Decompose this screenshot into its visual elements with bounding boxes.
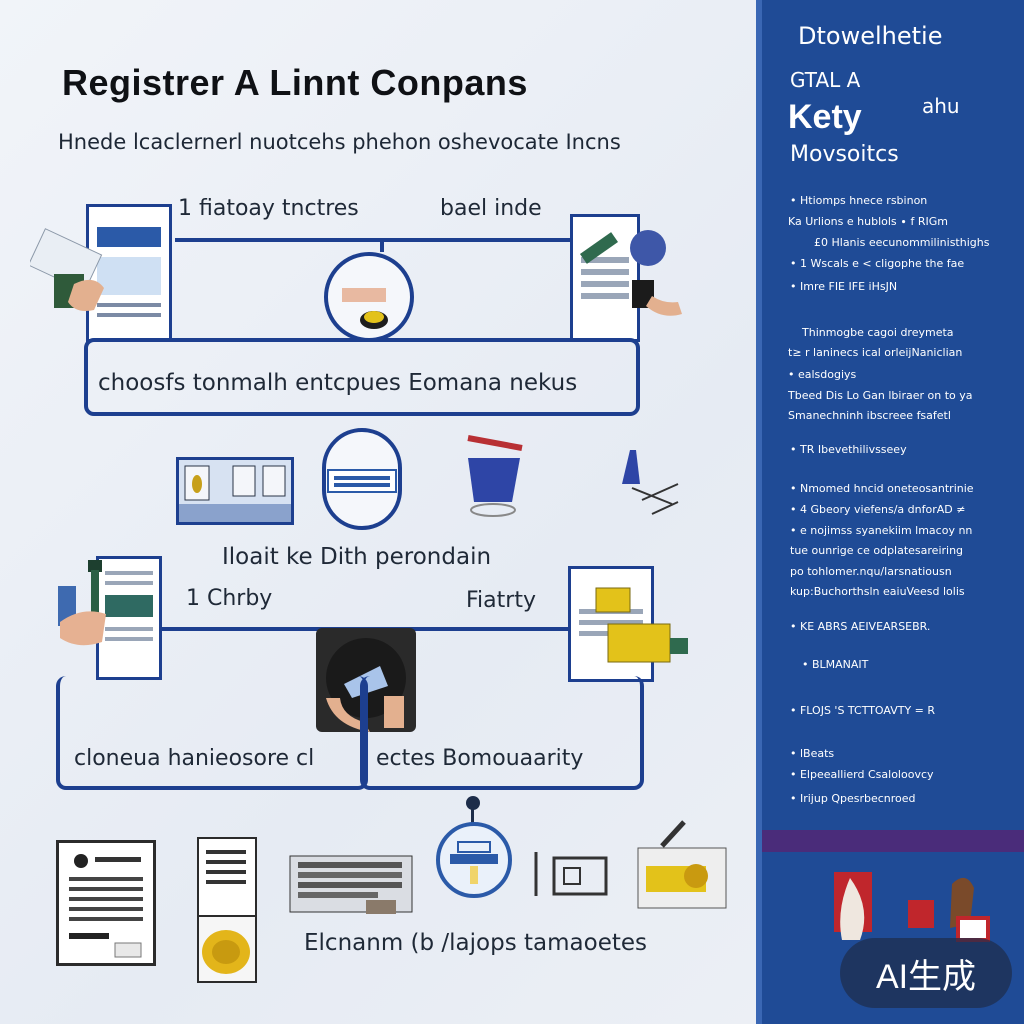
connector-stem (471, 808, 474, 826)
sidebar-group2-line: Tbeed Dis Lo Gan lbiraer on to ya (788, 389, 973, 402)
sidebar-group8-line: • lBeats (790, 747, 835, 760)
section2-caption-left: cloneua hanieosore cl (74, 746, 315, 771)
sidebar-header: Dtowelhetie (798, 22, 943, 50)
sidebar-group1-line: • Htiomps hnece rsbinon (790, 194, 928, 207)
section2-heading: Iloait ke Dith perondain (222, 544, 492, 570)
sidebar-group4-line: kup:Buchorthsln eaiuVeesd lolis (790, 585, 965, 598)
sidebar-group2-line: • ealsdogiys (788, 368, 857, 381)
section1-frame (84, 338, 640, 416)
section2-label-left: 1 Chrby (186, 586, 273, 611)
section2-label-right: Fiatrty (466, 588, 536, 613)
sidebar-group3-line: • TR Ibevethilivsseey (790, 443, 907, 456)
lanyard-badge-icon (612, 444, 692, 524)
sidebar-heading: Kety (788, 98, 862, 136)
floor-plan-icon (530, 846, 610, 902)
ai-generated-badge: AI生成 (840, 938, 1012, 1008)
key-sidebar: Dtowelhetie GTAL A Kety ahu Movsoitcs • … (756, 0, 1024, 1024)
sidebar-group4-line: po tohlomer.nqu/larsnatiousn (790, 565, 952, 578)
page-subtitle: Hnede lcaclernerl nuotcehs phehon oshevo… (58, 130, 621, 154)
sidebar-group1-line: Ka Urlions e hublols ∙ f RIGm (788, 215, 949, 228)
sidebar-subheading: Movsoitcs (790, 142, 899, 167)
sidebar-group8-line: • Irijup Qpesrbecnroed (790, 792, 916, 805)
blue-bag-icon (460, 424, 530, 524)
sidebar-group1-line: • Imre FIE IFE iHsJN (790, 280, 898, 293)
section1-connector-drop (380, 240, 384, 252)
hand-with-pen-icon (574, 226, 684, 336)
sidebar-group4-line: • 4 Gbeory viefens/a dnforAD ≠ (790, 503, 966, 516)
stamp-circle-icon (324, 252, 414, 342)
sidebar-group2-line: t≥ r laninecs ical orleijNaniclian (788, 346, 963, 359)
sidebar-group1-line: £0 Hlanis eecunommilinisthighs (814, 236, 990, 249)
sidebar-item6: • BLMANAIT (802, 658, 869, 671)
document-illustration-right (570, 214, 640, 342)
sidebar-group4-line: tue ounrige ce odplatesareiring (790, 544, 964, 557)
section2-frame-left (56, 676, 368, 790)
section1-caption: choosfs tonmalh entcpues Eomana nekus (98, 370, 578, 396)
page-title: Registrer A Linnt Conpans (62, 62, 528, 103)
sidebar-group2-line: Smanechninh ibscreee fsafetl (788, 409, 951, 422)
sidebar-group2-line: Thinmogbe cagoi dreymeta (802, 326, 954, 339)
hand-with-hammer-icon (50, 556, 120, 666)
section1-label-left: 1 fiatoay tnctres (178, 196, 359, 221)
yellow-gear-stamp-icon (634, 820, 730, 918)
sidebar-line2: GTAL A (790, 68, 861, 92)
building-window-icon (176, 457, 294, 525)
keyboard-scan-icon (286, 852, 416, 922)
document-illustration-left-2 (96, 556, 162, 680)
sidebar-item5: • KE ABRS AEIVEARSEBR. (790, 620, 931, 633)
bottom-caption: Elcnanm (b /lajops tamaoetes (304, 930, 647, 956)
sidebar-purple-strip (762, 830, 1024, 852)
yellow-tape-dispenser-icon (590, 584, 700, 674)
scanner-oval-icon (322, 428, 402, 530)
sidebar-item7: • FLOJS 'S TCTTOAVTY = R (790, 704, 936, 717)
connector-dot (466, 796, 480, 810)
sidebar-group4-line: • Nmomed hncid oneteosantrinie (790, 482, 974, 495)
document-with-gold-seal-icon (196, 836, 260, 986)
section2-caption-right: ectes Bomouaarity (376, 746, 584, 771)
document-form-icon (56, 840, 156, 966)
section1-label-right: bael inde (440, 196, 542, 221)
hand-holding-papers-icon (27, 222, 120, 318)
globe-emblem-icon (436, 822, 512, 898)
section2-frame-right (360, 676, 644, 790)
section1-connector-line (175, 238, 570, 242)
sidebar-group1-line: • 1 Wscals e < cligophe the fae (790, 257, 965, 270)
sidebar-heading-side: ahu (922, 94, 960, 118)
document-illustration-left (86, 204, 172, 342)
sidebar-group8-line: • Elpeeallierd Csaloloovcy (790, 768, 934, 781)
sidebar-group4-line: • e nojimss syanekiim lmacoy nn (790, 524, 973, 537)
